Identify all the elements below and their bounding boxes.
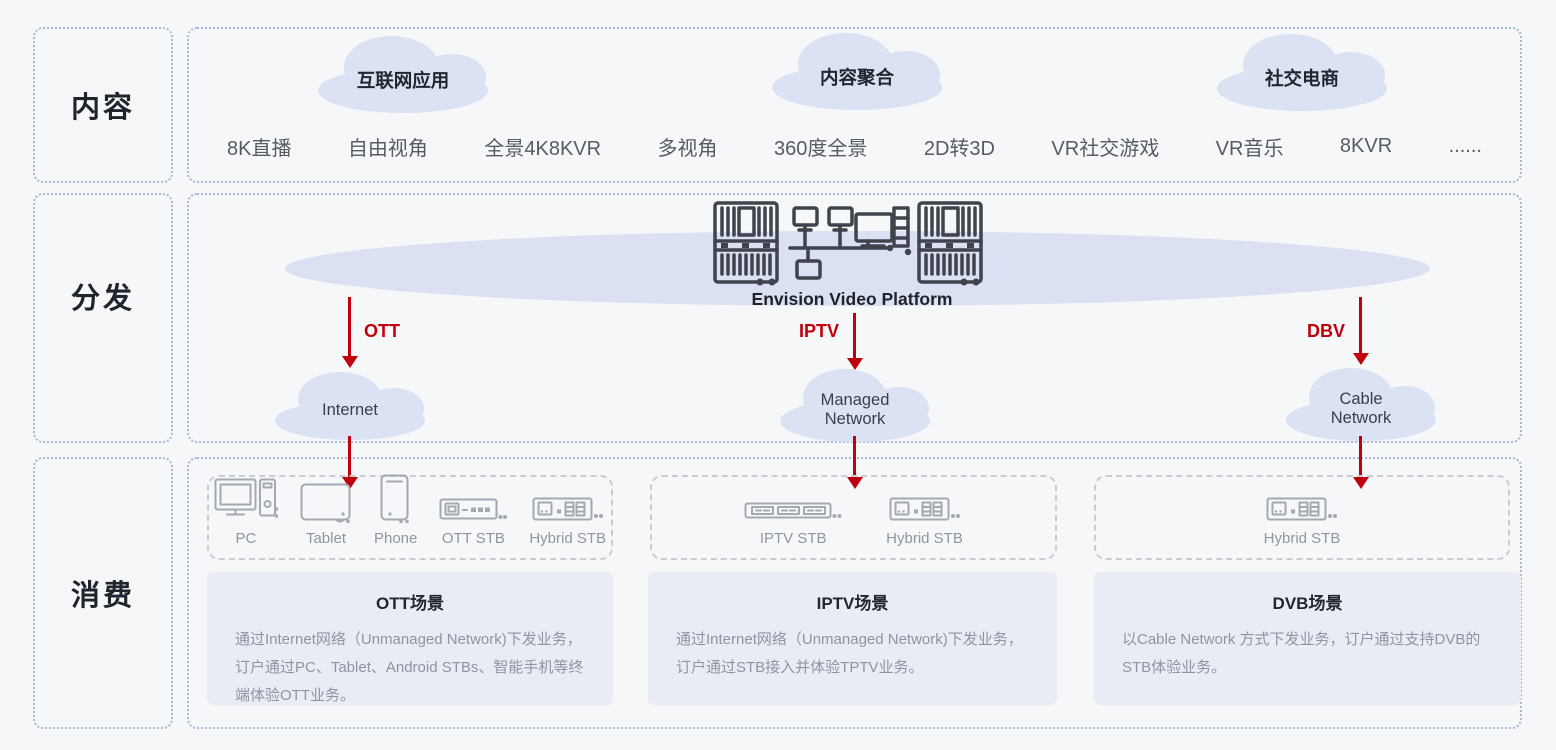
device-label: PC [235, 530, 257, 547]
content-item: 360度全景 [774, 137, 868, 160]
network-cloud-managed: Managed Network [780, 369, 930, 442]
device-label: Hybrid STB [529, 530, 607, 547]
device-label: OTT STB [441, 530, 505, 547]
device-phone: Phone [374, 474, 417, 547]
content-cloud-internet-apps: 互联网应用 [318, 36, 488, 113]
device-iptv-stb: IPTV STB [744, 498, 842, 547]
lane-label-distribution-text: 分发 [70, 283, 135, 315]
content-item: 2D转3D [923, 137, 995, 160]
device-pc: PC [214, 478, 278, 547]
pc-icon [214, 478, 278, 518]
device-hybrid-stb: Hybrid STB [529, 496, 606, 547]
content-item: 自由视角 [347, 137, 428, 160]
server-rack-icon [713, 201, 779, 286]
device-box-dvb: Hybrid STB [1094, 475, 1510, 560]
content-cloud-social-commerce: 社交电商 [1217, 34, 1387, 111]
content-item: 8K直播 [227, 137, 292, 160]
content-item: VR音乐 [1215, 137, 1284, 160]
platform-title: Envision Video Platform [751, 289, 953, 309]
card-title: IPTV场景 [816, 594, 889, 613]
network-topology-icon [788, 206, 912, 280]
network-cloud-cable: Cable Network [1286, 368, 1436, 441]
hybrid-stb-icon [532, 497, 603, 521]
platform-icons [713, 201, 983, 286]
card-title: DVB场景 [1272, 594, 1343, 613]
device-label: Tablet [305, 530, 346, 547]
lane-label-content: 内容 [33, 27, 173, 183]
device-label: IPTV STB [759, 530, 827, 547]
card-body: 以Cable Network 方式下发业务，订户通过支持DVB的STB体验业务。 [1122, 631, 1481, 676]
content-item: 全景4K8KVR [484, 137, 602, 160]
cloud-label: Cable Network [1330, 390, 1392, 427]
cloud-label: Internet [322, 401, 378, 420]
lane-label-distribution: 分发 [33, 193, 173, 443]
lane-content [187, 27, 1522, 183]
arrow-ott-line [348, 297, 351, 356]
cloud-label: 内容聚合 [819, 66, 894, 88]
content-items-row: 8K直播 自由视角 全景4K8KVR 多视角 360度全景 2D转3D VR社交… [227, 131, 1482, 161]
device-label: Phone [373, 530, 418, 547]
server-rack-icon [917, 201, 983, 286]
phone-icon [380, 474, 409, 524]
scenario-card-dvb: DVB场景 以Cable Network 方式下发业务，订户通过支持DVB的ST… [1094, 572, 1521, 705]
arrow-internet-to-devices-head [342, 477, 358, 489]
device-box-ott: PC Tablet Phone [207, 474, 613, 560]
protocol-label-dbv: DBV [1306, 321, 1345, 341]
card-body: 通过Internet网络（Unmanaged Network)下发业务，订户通过… [235, 631, 584, 704]
hybrid-stb-icon [1266, 497, 1337, 521]
hybrid-stb-icon [889, 497, 960, 521]
content-item: 8KVR [1339, 134, 1393, 157]
lane-label-consumption: 消费 [33, 457, 173, 729]
arrow-dbv-head [1353, 353, 1369, 365]
card-body: 通过Internet网络（Unmanaged Network)下发业务，订户通过… [676, 631, 1023, 676]
device-label: Hybrid STB [1263, 530, 1341, 547]
device-box-iptv: IPTV STB Hybrid STB [650, 475, 1057, 560]
protocol-label-iptv: IPTV [798, 321, 839, 341]
content-cloud-aggregation: 内容聚合 [772, 33, 942, 110]
arrow-ott-head [342, 356, 358, 368]
content-item: VR社交游戏 [1051, 137, 1160, 160]
arrow-iptv-line [853, 313, 856, 358]
tablet-icon [300, 483, 351, 524]
scenario-card-ott: OTT场景 通过Internet网络（Unmanaged Network)下发业… [207, 572, 613, 705]
arrow-cable-to-devices-head [1353, 477, 1369, 489]
arrow-managed-to-devices-line [853, 436, 856, 477]
device-label: Hybrid STB [886, 530, 963, 547]
cloud-label: 社交电商 [1264, 67, 1339, 89]
ott-stb-icon [439, 498, 508, 520]
arrow-managed-to-devices-head [847, 477, 863, 489]
device-hybrid-stb: Hybrid STB [1263, 496, 1341, 547]
platform-ellipse [285, 231, 1430, 306]
lane-label-consumption-text: 消费 [70, 580, 135, 612]
lane-label-content-text: 内容 [70, 92, 135, 124]
arrow-internet-to-devices-line [348, 436, 351, 477]
device-tablet: Tablet [300, 483, 352, 547]
iptv-stb-icon [744, 502, 842, 519]
cloud-label: 互联网应用 [356, 69, 450, 91]
device-hybrid-stb: Hybrid STB [886, 496, 963, 547]
arrow-iptv-head [847, 358, 863, 370]
content-item: 多视角 [657, 137, 718, 160]
content-item: ...... [1448, 134, 1482, 157]
network-cloud-internet: Internet [275, 372, 425, 440]
card-title: OTT场景 [376, 594, 444, 613]
arrow-dbv-line [1359, 297, 1362, 353]
scenario-card-iptv: IPTV场景 通过Internet网络（Unmanaged Network)下发… [648, 572, 1057, 705]
arrow-cable-to-devices-line [1359, 436, 1362, 477]
cloud-label: Managed Network [820, 391, 890, 428]
protocol-label-ott: OTT [364, 321, 400, 341]
device-ott-stb: OTT STB [439, 496, 508, 547]
